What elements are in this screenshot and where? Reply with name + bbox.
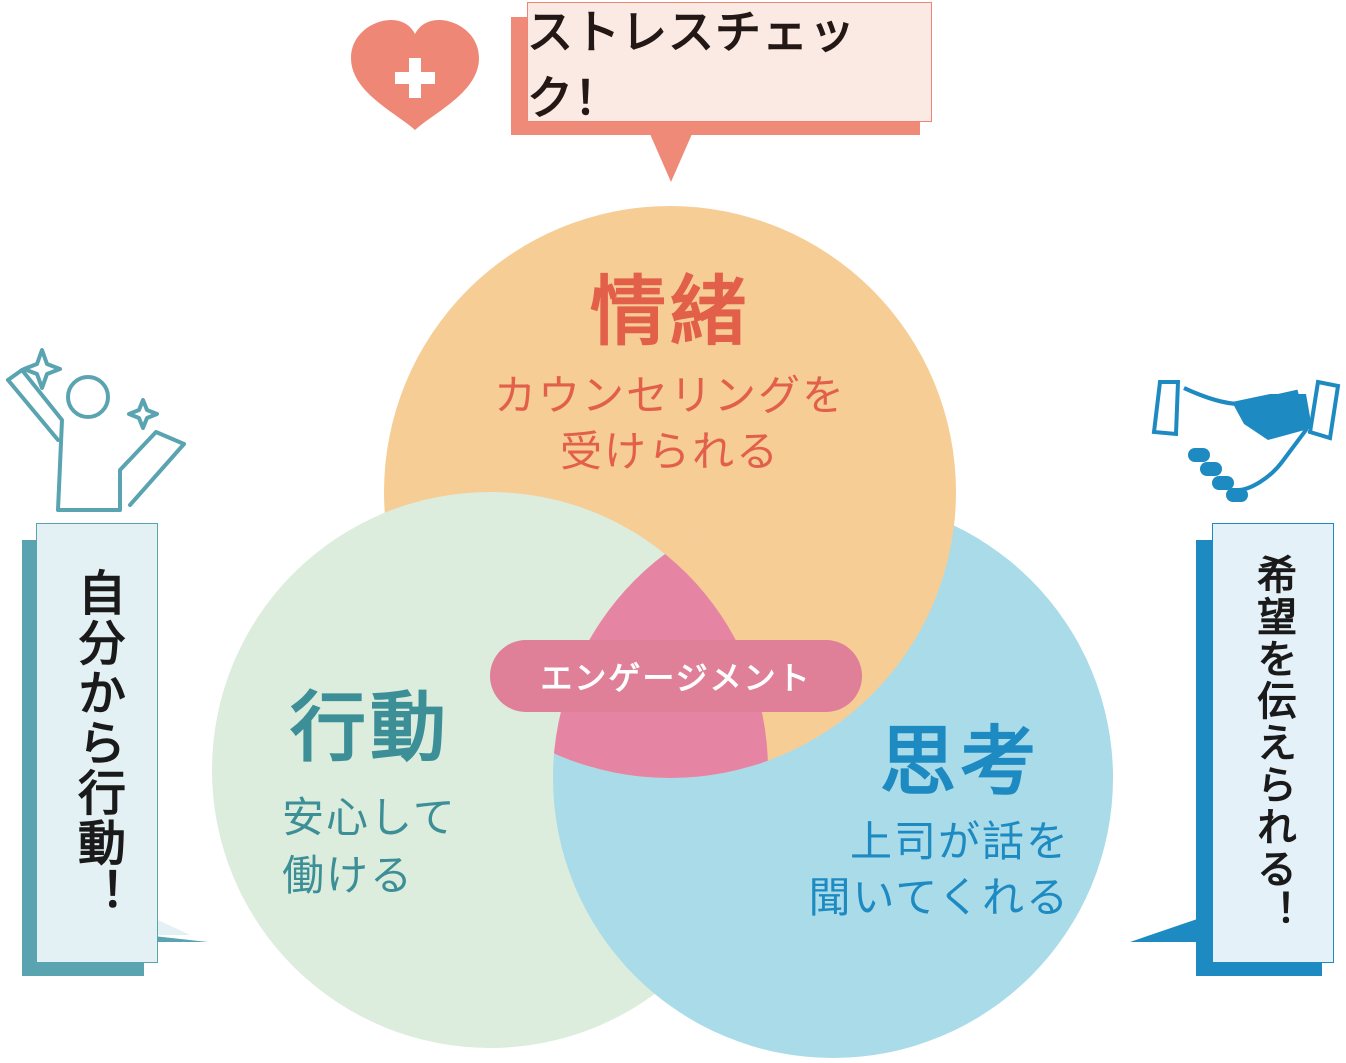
emotion-line1: カウンセリングを [493,371,846,420]
person-sparkle-icon [6,348,186,512]
top-callout-text: ストレスチェック！ [527,5,856,125]
action-line2: 働ける [282,851,415,900]
engagement-label: エンゲージメント [490,640,862,712]
right-callout-text: 希望を伝えられる！ [1250,554,1296,932]
emotion-title: 情緒 [590,267,750,356]
heart-plus-icon [351,20,479,130]
top-bubble-tail [650,134,692,182]
thought-line1: 上司が話を [849,817,1070,866]
center-intersection [553,498,768,778]
left-bubble-tail [144,935,208,942]
top-callout-box [527,2,932,122]
emotion-line2: 受けられる [559,427,780,476]
right-bubble-tail [1130,914,1212,942]
left-callout-box [36,523,158,963]
right-callout-box [1212,523,1334,963]
thought-line2: 聞いてくれる [808,873,1070,922]
action-line1: 安心して [282,793,457,842]
left-callout-text: 自分から行動！ [69,568,125,918]
handshake-icon [1151,379,1341,502]
action-title: 行動 [290,683,450,772]
thought-title: 思考 [880,717,1040,806]
